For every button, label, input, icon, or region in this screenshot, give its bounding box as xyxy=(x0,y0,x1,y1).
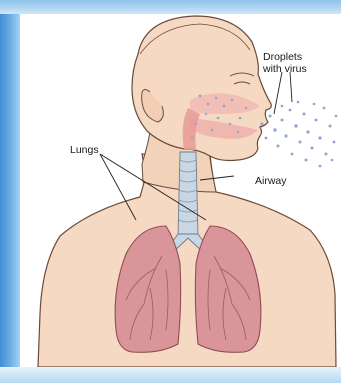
droplets-label: Droplets with virus xyxy=(263,51,333,75)
blue-frame-top xyxy=(0,0,341,14)
respiratory-illustration: Droplets with virus Lungs Airway xyxy=(20,14,341,367)
blue-frame-left xyxy=(0,0,20,383)
droplets-label-line2: with virus xyxy=(263,63,333,75)
airborne-droplets xyxy=(260,101,337,168)
trachea xyxy=(178,152,198,236)
droplets-label-line1: Droplets xyxy=(263,51,333,63)
airway-label: Airway xyxy=(255,175,287,187)
lungs-label: Lungs xyxy=(70,144,99,156)
blue-frame-bottom xyxy=(0,367,341,383)
